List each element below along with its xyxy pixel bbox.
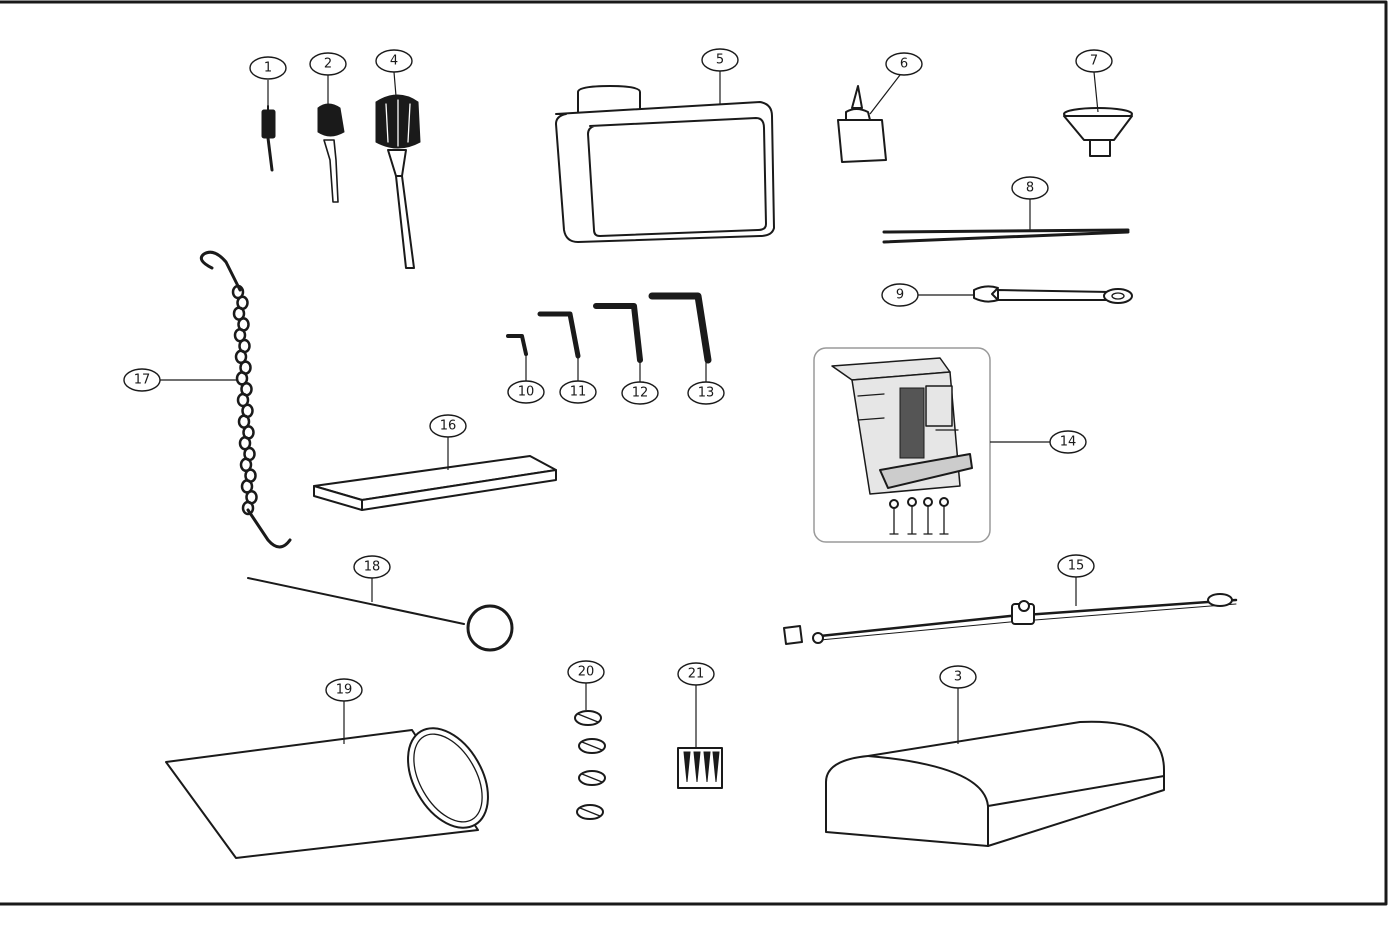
svg-text:17: 17 [134, 373, 151, 388]
callout-2: 2 [309, 52, 347, 104]
part-15-cable [783, 593, 1238, 645]
callout-3: 3 [939, 665, 977, 744]
svg-text:4: 4 [390, 54, 398, 69]
svg-text:20: 20 [578, 665, 595, 680]
part-20-small-parts [574, 710, 606, 820]
svg-text:3: 3 [954, 670, 962, 685]
callout-6: 6 [869, 52, 923, 115]
svg-text:16: 16 [440, 419, 457, 434]
callout-9: 9 [881, 283, 974, 307]
callout-14: 14 [990, 430, 1087, 454]
part-7-funnel [1063, 107, 1133, 157]
svg-text:1: 1 [264, 61, 272, 76]
callout-21: 21 [677, 662, 715, 748]
part-14-mechanism-assembly [813, 347, 991, 543]
part-8-tweezers [882, 228, 1130, 244]
callout-12: 12 [621, 360, 659, 405]
part-16-plate [313, 455, 557, 511]
svg-text:21: 21 [688, 667, 705, 682]
part-13-hex-key [648, 292, 712, 364]
callout-15: 15 [1057, 554, 1095, 606]
svg-text:7: 7 [1090, 54, 1098, 69]
callout-19: 19 [325, 678, 363, 744]
callout-13: 13 [687, 360, 725, 405]
svg-text:14: 14 [1060, 435, 1077, 450]
part-12-hex-key [593, 303, 643, 363]
part-10-hex-key [506, 334, 528, 356]
svg-text:13: 13 [698, 386, 715, 401]
callout-4: 4 [375, 49, 413, 97]
part-19-sleeve [165, 727, 489, 859]
svg-text:11: 11 [570, 385, 587, 400]
svg-text:12: 12 [632, 386, 649, 401]
callout-1: 1 [249, 56, 287, 106]
callout-11: 11 [559, 356, 597, 404]
callout-7: 7 [1075, 49, 1113, 113]
part-11-hex-key [537, 311, 581, 359]
part-2-medium-screwdriver [317, 103, 345, 203]
callout-10: 10 [507, 354, 545, 404]
callout-8: 8 [1011, 176, 1049, 232]
svg-text:18: 18 [364, 560, 381, 575]
svg-text:10: 10 [518, 385, 535, 400]
svg-text:19: 19 [336, 683, 353, 698]
svg-text:5: 5 [716, 53, 724, 68]
svg-text:2: 2 [324, 57, 332, 72]
chain-link [241, 500, 255, 516]
part-3-cover [825, 720, 1165, 847]
part-5-oil-bottle [555, 85, 775, 243]
part-9-wrench [973, 285, 1133, 304]
callout-18: 18 [353, 555, 391, 602]
svg-text:15: 15 [1068, 559, 1085, 574]
part-21-needle-pack [677, 747, 723, 789]
part-4-large-screwdriver [375, 94, 421, 269]
callout-16: 16 [429, 414, 467, 470]
part-1-small-screwdriver [261, 105, 276, 172]
part-17-chain [199, 250, 292, 549]
part-6-dropper [837, 85, 887, 163]
callout-5: 5 [701, 48, 739, 104]
svg-text:6: 6 [900, 57, 908, 72]
svg-text:8: 8 [1026, 181, 1034, 196]
screw-set [889, 497, 949, 535]
callout-20: 20 [567, 660, 605, 710]
callout-17: 17 [123, 368, 238, 392]
diagram-border [0, 0, 1388, 906]
part-18-probe [247, 577, 514, 652]
svg-text:9: 9 [896, 288, 904, 303]
